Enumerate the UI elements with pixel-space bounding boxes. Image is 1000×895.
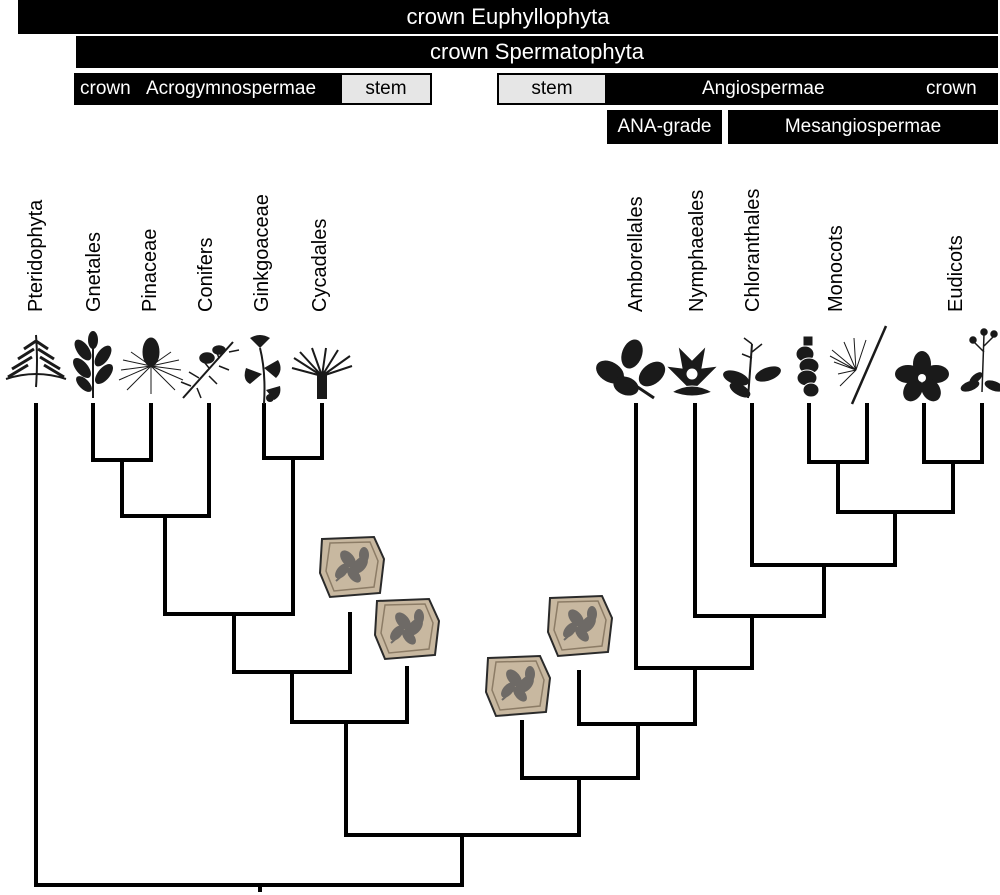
tree-branches [34,403,984,892]
acrogymnospermae-name-label: Acrogymnospermae [146,78,317,99]
angiospermae-name-label: Angiospermae [702,78,825,99]
branch-acrogymno-stem [290,666,409,724]
ana-grade-label: ANA-grade [617,116,712,137]
branch-angio-crown [634,403,754,670]
branch-gnetales-pinaceae [91,403,153,462]
fossil-leaf-icon [547,595,613,657]
fossil-leaf-icon [319,536,385,598]
branch-eudicots [922,403,984,464]
mesangiospermae-bar: Mesangiospermae [728,110,998,144]
eudicot-flower-icon [895,351,949,402]
grass-icon [829,325,888,405]
branch-conifers-node [120,403,211,518]
branch-root [34,403,464,887]
conifer-branch-icon [180,341,240,399]
ana-grade-bar: ANA-grade [607,110,722,144]
acrogymnospermae-stem-text: stem [365,78,407,99]
branch-monocots [807,403,869,464]
acrogymnospermae-crown-label: crown [80,78,131,99]
ginkgo-leaf-icon [244,335,281,405]
angiospermae-stem-label: stem [499,75,605,103]
monocot-inflorescence-icon [795,335,820,398]
branch-spermatophyta [344,720,581,837]
branch-mono-eudicot [836,460,955,514]
fossil-leaf-icon [374,598,440,660]
acrogymnospermae-stem-label: stem [342,75,430,103]
mesangiospermae-label: Mesangiospermae [784,116,942,137]
branch-mesangio-node [750,403,897,567]
fern-icon [5,334,67,388]
fossil-leaf-icon [485,655,551,717]
angiospermae-crown-label: crown [926,78,977,99]
branch-ginkgo-cycad [262,403,324,460]
branch-angio-stem2 [577,666,697,726]
amborella-leaf-icon [596,339,666,400]
water-lily-icon [664,344,720,397]
branch-acrogymno-crown [163,456,295,616]
eudicot-plant-icon [960,328,1000,393]
branch-acrogymno-stem2 [232,612,352,674]
pine-cone-icon [118,337,184,394]
gnetales-leaf-icon [73,331,113,398]
crown-spermatophyta-label: crown Spermatophyta [430,39,644,64]
branch-angio-stem [520,720,640,780]
crown-euphyllophyta-label: crown Euphyllophyta [406,4,610,29]
angiospermae-stem-text: stem [531,78,573,99]
crown-spermatophyta-bar: crown Spermatophyta [76,36,998,68]
branch-nymphaeales-node [693,403,826,618]
crown-euphyllophyta-bar: crown Euphyllophyta [18,0,998,34]
cycad-icon [291,347,353,399]
chloranthus-icon [723,337,781,399]
